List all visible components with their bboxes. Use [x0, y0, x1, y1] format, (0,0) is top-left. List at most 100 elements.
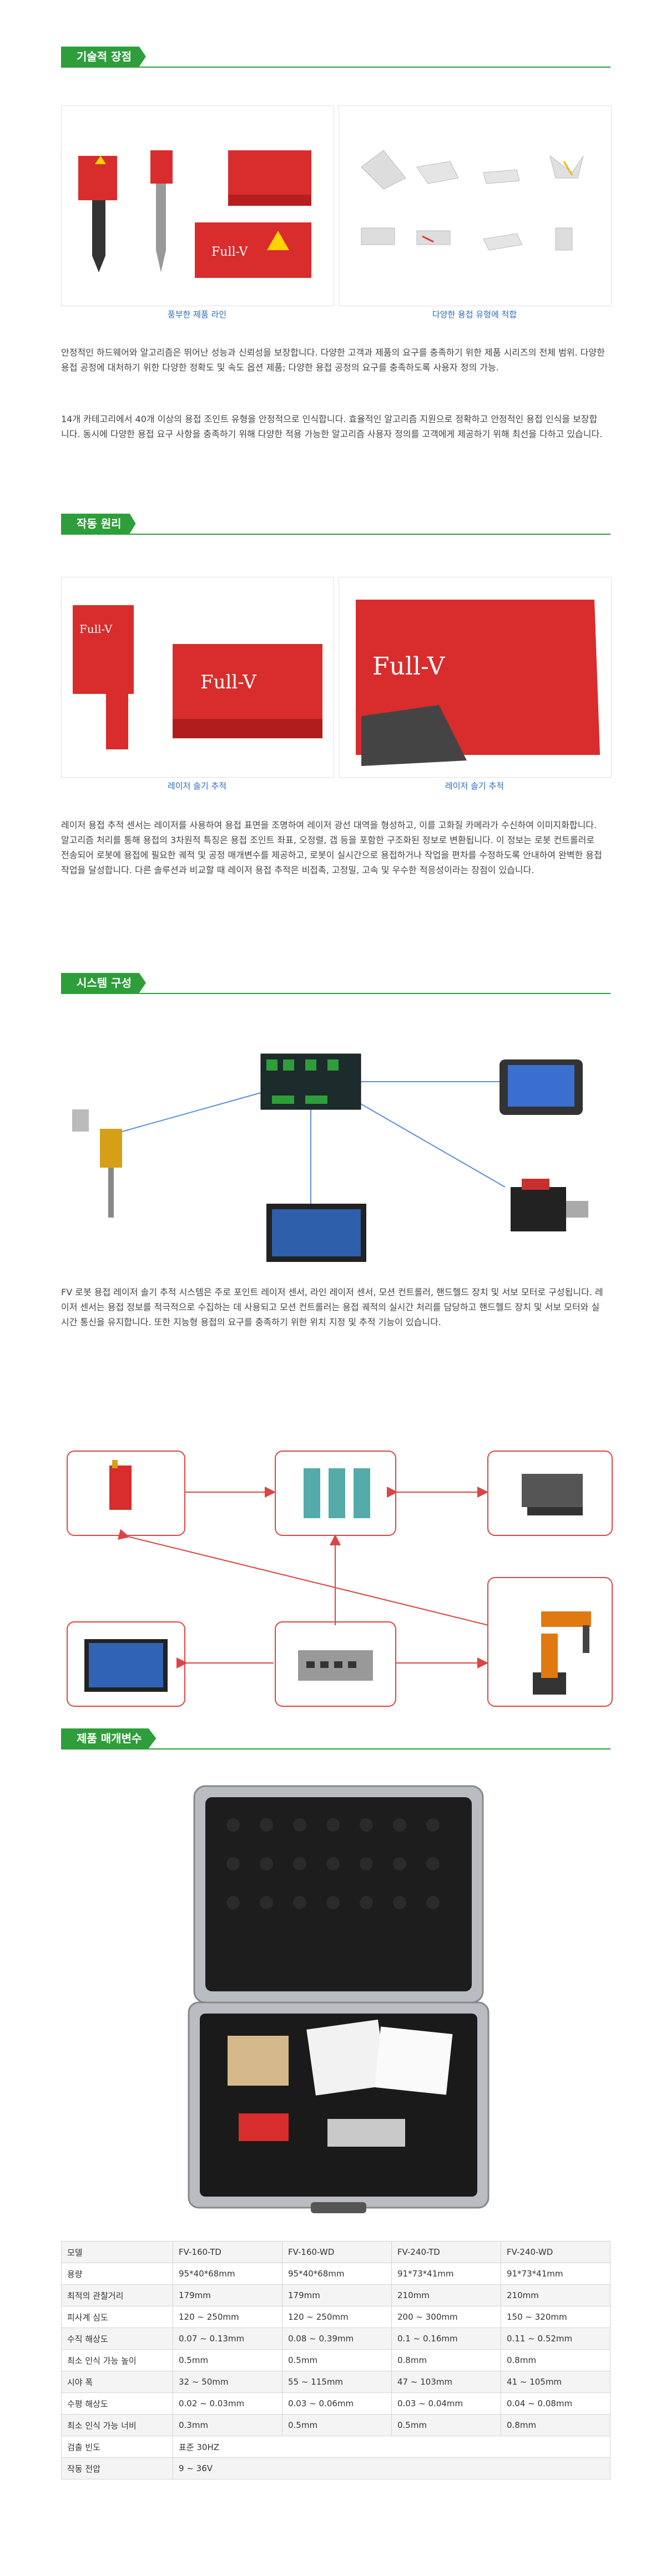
brand-logo-text: Full-V [79, 622, 113, 636]
spec-value-cell: 91*73*41mm [501, 2263, 610, 2285]
system-paragraph: FV 로봇 용접 레이저 솔기 추적 시스템은 주로 포인트 레이저 센서, 라… [61, 1287, 603, 1327]
section-title: 시스템 구성 [61, 973, 146, 993]
section-header-principle: 작동 원리 [61, 510, 610, 537]
caption-product-line: 풍부한 제품 라인 [167, 310, 227, 320]
section-header-tech: 기술적 장점 [61, 43, 610, 70]
servo-motor [511, 1179, 588, 1231]
brand-logo-text: Full-V [372, 652, 446, 681]
spec-value-cell: 95*40*68mm [173, 2263, 282, 2285]
spec-label-cell: 모델 [61, 2241, 173, 2263]
spec-value-cell: 210mm [391, 2284, 501, 2306]
spec-label-cell: 시야 폭 [61, 2371, 173, 2393]
motion-controller [260, 1053, 361, 1110]
spec-value-cell: 0.5mm [282, 2349, 392, 2371]
spec-value-cell: 0.8mm [391, 2349, 501, 2371]
spec-value-cell: 0.8mm [501, 2414, 610, 2436]
network-arrows [118, 1487, 489, 1669]
spec-value-cell: FV-240-TD [391, 2241, 501, 2263]
diagram-node-sensor [67, 1451, 185, 1536]
system-diagram [72, 1053, 588, 1262]
spec-value-cell: 0.5mm [173, 2349, 282, 2371]
tracking-image-right: Full-V [356, 600, 600, 766]
weld-types-image [361, 150, 584, 251]
section-title: 기술적 장점 [61, 47, 146, 67]
spec-value-cell: 9 ~ 36V [173, 2457, 610, 2479]
spec-label-cell: 수평 해상도 [61, 2392, 173, 2415]
tracking-image-left: Full-V Full-V [73, 605, 322, 749]
spec-label-cell: 최소 인식 가능 높이 [61, 2349, 173, 2371]
tracking-panel-left: Full-V Full-V [61, 577, 334, 778]
spec-value-cell: 0.02 ~ 0.03mm [173, 2392, 282, 2415]
spec-value-cell: 0.07 ~ 0.13mm [173, 2327, 282, 2350]
spec-value-cell: 210mm [501, 2284, 610, 2306]
product-line-image: Full-V [78, 150, 311, 278]
caption-weld-types: 다양한 용접 유형에 적합 [432, 310, 517, 320]
spec-label-cell: 피사계 심도 [61, 2306, 173, 2328]
spec-value-cell: 179mm [282, 2284, 392, 2306]
diagram-node-hmi [67, 1621, 185, 1707]
spec-value-cell: 41 ~ 105mm [501, 2371, 610, 2393]
brand-logo-text: Full-V [211, 245, 248, 259]
spec-value-cell: 0.04 ~ 0.08mm [501, 2392, 610, 2415]
caption-tracking-right: 레이저 솔기 추적 [445, 781, 504, 791]
spec-value-cell: FV-160-WD [282, 2241, 392, 2263]
spec-value-cell: 47 ~ 103mm [391, 2371, 501, 2393]
brand-logo-text: Full-V [200, 671, 257, 693]
product-case-image [188, 1785, 490, 2213]
spec-value-cell: 표준 30HZ [173, 2436, 610, 2458]
section-header-system: 시스템 구성 [61, 970, 610, 996]
diagram-node-compressor [487, 1451, 613, 1536]
section-title: 제품 매개변수 [61, 1728, 157, 1748]
tracking-panel-right: Full-V [339, 577, 612, 778]
section-divider [61, 534, 610, 535]
spec-value-cell: 0.11 ~ 0.52mm [501, 2327, 610, 2350]
section-header-params: 제품 매개변수 [61, 1725, 610, 1752]
diagram-node-filter [275, 1451, 396, 1536]
spec-value-cell: 0.8mm [501, 2349, 610, 2371]
spec-value-cell: 200 ~ 300mm [391, 2306, 501, 2328]
spec-value-cell: 0.03 ~ 0.06mm [282, 2392, 392, 2415]
spec-value-cell: 0.03 ~ 0.04mm [391, 2392, 501, 2415]
spec-value-cell: 32 ~ 50mm [173, 2371, 282, 2393]
spec-value-cell: 0.3mm [173, 2414, 282, 2436]
spec-value-cell: 120 ~ 250mm [282, 2306, 392, 2328]
hmi-panel [266, 1204, 366, 1262]
spec-value-cell: 55 ~ 115mm [282, 2371, 392, 2393]
spec-label-cell: 수직 해상도 [61, 2327, 173, 2350]
weld-types-panel [339, 105, 612, 306]
spec-label-cell: 최소 인식 가능 너비 [61, 2414, 173, 2436]
diagram-node-robot [487, 1577, 613, 1707]
spec-label-cell: 작동 전압 [61, 2457, 173, 2479]
tech-paragraph-1: 안정적인 하드웨어와 알고리즘은 뛰어난 성능과 신뢰성을 보장합니다. 다양한… [61, 347, 605, 373]
spec-value-cell: FV-240-WD [501, 2241, 610, 2263]
spec-value-cell: 0.5mm [282, 2414, 392, 2436]
spec-value-cell: 179mm [173, 2284, 282, 2306]
spec-value-cell: 95*40*68mm [282, 2263, 392, 2285]
spec-value-cell: 0.5mm [391, 2414, 501, 2436]
section-divider [61, 1748, 610, 1750]
spec-label-cell: 용량 [61, 2263, 173, 2285]
spec-value-cell: 150 ~ 320mm [501, 2306, 610, 2328]
spec-label-cell: 최적의 관찰거리 [61, 2284, 173, 2306]
spec-value-cell: FV-160-TD [173, 2241, 282, 2263]
product-line-panel: Full-V [61, 105, 334, 306]
spec-value-cell: 120 ~ 250mm [173, 2306, 282, 2328]
spec-label-cell: 검출 빈도 [61, 2436, 173, 2458]
caption-tracking-left: 레이저 솔기 추적 [167, 781, 227, 791]
tech-paragraph-2: 14개 카테고리에서 40개 이상의 용접 조인트 유형을 안정적으로 인식합니… [61, 414, 603, 439]
diagram-node-switch [275, 1621, 396, 1707]
section-divider [61, 993, 610, 994]
spec-value-cell: 91*73*41mm [391, 2263, 501, 2285]
